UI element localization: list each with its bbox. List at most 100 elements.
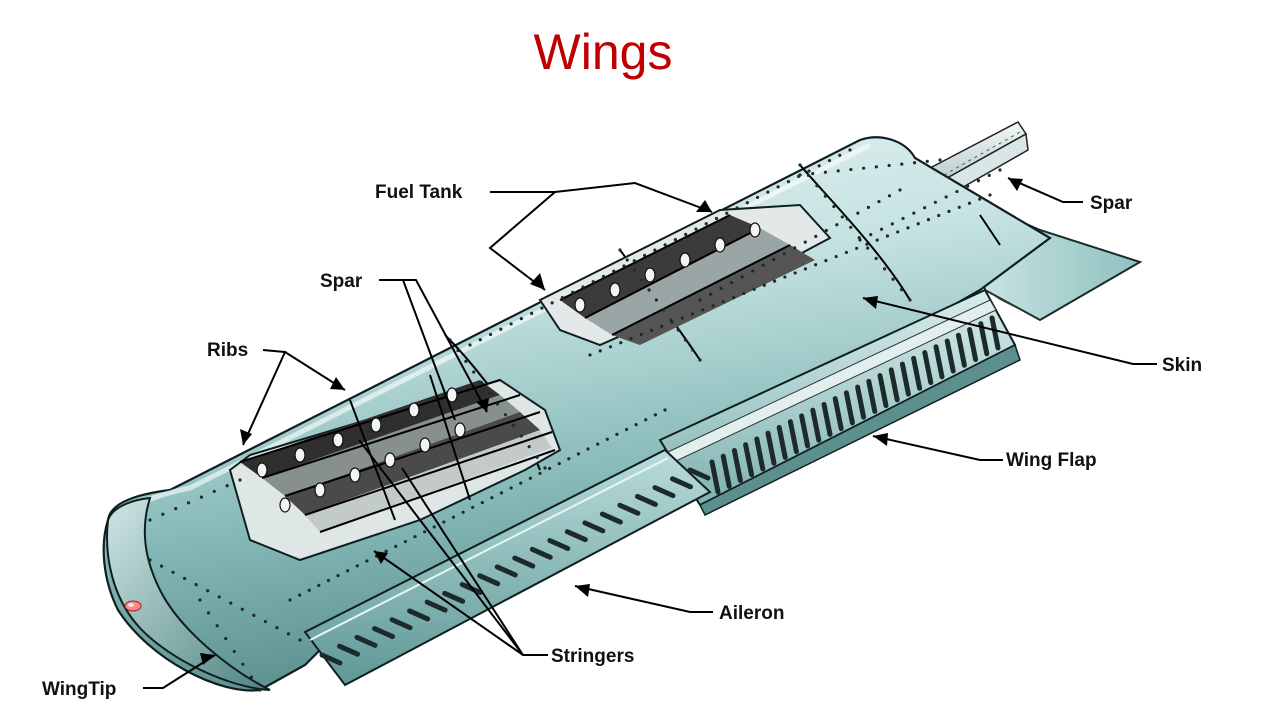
rivet	[317, 583, 321, 587]
aileron-slot	[389, 617, 413, 631]
rivet	[598, 349, 602, 353]
rib-hole	[574, 297, 586, 313]
rivet	[472, 370, 476, 374]
rib-holes	[256, 222, 761, 513]
rivet	[423, 530, 427, 534]
rivet	[288, 598, 292, 602]
rib-hole	[294, 447, 306, 463]
aileron-slot	[407, 608, 431, 622]
label-spar-top: Spar	[1090, 193, 1133, 214]
root-spar-stub	[928, 121, 1029, 200]
rivet	[900, 162, 904, 166]
arrow-heads	[200, 178, 1023, 665]
rib-hole	[370, 417, 382, 433]
rivet	[326, 578, 331, 583]
rivet	[824, 259, 828, 263]
flap-slot	[720, 453, 732, 489]
rivet	[803, 240, 807, 244]
rivet	[827, 158, 832, 163]
rivet	[615, 432, 619, 436]
label-fuel-tank: Fuel Tank	[375, 182, 463, 203]
rivet	[480, 500, 484, 505]
rivet	[793, 246, 797, 250]
aileron-slot	[529, 546, 553, 560]
rivet	[874, 256, 878, 261]
rivet	[944, 195, 948, 199]
rivet	[838, 153, 842, 157]
rivet	[442, 520, 446, 524]
rivet	[567, 457, 571, 461]
rivet	[899, 288, 904, 292]
rivet	[346, 569, 350, 573]
rivet	[967, 201, 972, 205]
rivet	[159, 564, 164, 568]
rivet	[394, 544, 398, 549]
rivet	[855, 246, 859, 250]
rivet	[844, 250, 849, 255]
rivet	[413, 535, 417, 539]
rivet	[461, 510, 465, 514]
flap-slot	[922, 350, 934, 386]
rivet	[384, 549, 388, 553]
rivet	[647, 288, 651, 292]
rivet	[866, 205, 871, 209]
label-wingtip: WingTip	[42, 679, 116, 700]
rivet	[711, 304, 715, 308]
rivet	[206, 589, 210, 593]
rivet	[916, 222, 920, 226]
rivet	[912, 161, 917, 165]
rivet	[761, 263, 765, 267]
rivet	[499, 491, 504, 495]
aileron-slot	[494, 564, 518, 578]
rivet	[725, 211, 729, 215]
rivet	[814, 263, 818, 267]
flap-slot	[911, 355, 923, 391]
flap-slot	[754, 436, 766, 472]
flap-slot	[944, 338, 956, 374]
rivet	[836, 169, 840, 173]
rivet	[199, 495, 204, 499]
aileron-slot	[617, 502, 641, 516]
rivet	[543, 466, 547, 470]
rivet	[776, 185, 780, 189]
rib-hole	[454, 422, 466, 438]
rivet	[252, 613, 256, 617]
rib-hole	[384, 452, 396, 468]
rivet	[856, 211, 860, 215]
rivet	[217, 595, 221, 599]
flap-slot	[989, 315, 1001, 351]
rivet	[206, 611, 211, 615]
rivet	[596, 442, 600, 446]
rivet	[275, 626, 279, 630]
rivet	[403, 539, 407, 544]
rivet	[148, 558, 152, 562]
rivet	[581, 285, 585, 289]
rivet	[632, 259, 636, 263]
rivet	[806, 173, 811, 177]
rib-hole	[349, 467, 361, 483]
rib-hole	[332, 432, 344, 448]
aileron-slot	[687, 467, 711, 481]
rivet	[624, 427, 629, 432]
rivet	[772, 257, 776, 262]
rivet	[879, 227, 884, 231]
rib-hole	[419, 437, 431, 453]
rivet	[503, 413, 508, 417]
rivet	[824, 228, 828, 233]
leader-lines	[143, 177, 1157, 689]
rivet	[307, 588, 311, 592]
rivet	[676, 328, 680, 332]
rib-hole	[749, 222, 761, 238]
rivet	[490, 496, 494, 500]
rivet	[286, 632, 291, 636]
rib-hole	[408, 402, 420, 418]
rivet	[174, 506, 178, 511]
rivet	[762, 283, 766, 287]
rivet	[673, 237, 678, 242]
rib-hole	[256, 462, 268, 478]
rivet	[576, 452, 581, 456]
rivet	[618, 248, 622, 252]
rivet	[161, 512, 165, 516]
rivet	[845, 217, 849, 221]
rivet	[745, 201, 749, 205]
